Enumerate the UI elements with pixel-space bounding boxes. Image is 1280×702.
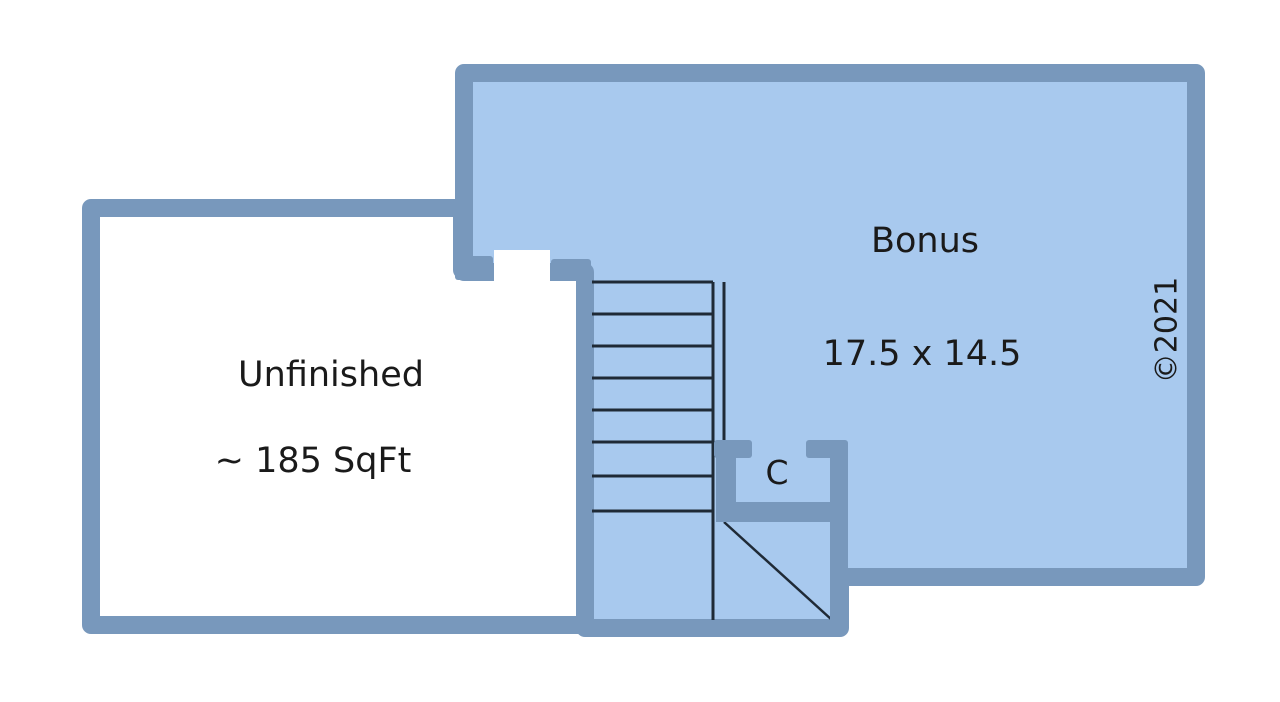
staircase [592,280,833,621]
closet-label: C [765,453,788,492]
doorway-opening [494,250,550,282]
bonus-room-name: Bonus [871,221,979,261]
unfinished-room-area: ~ 185 SqFt [215,441,412,481]
unfinished-room-name: Unfinished [238,355,424,395]
bonus-room-dimensions: 17.5 x 14.5 [823,334,1022,374]
copyright-text: ©2021 [1150,277,1185,383]
doorway-jamb-right [551,259,591,279]
closet-walls [714,440,848,626]
doorway-jamb-left [455,256,493,280]
